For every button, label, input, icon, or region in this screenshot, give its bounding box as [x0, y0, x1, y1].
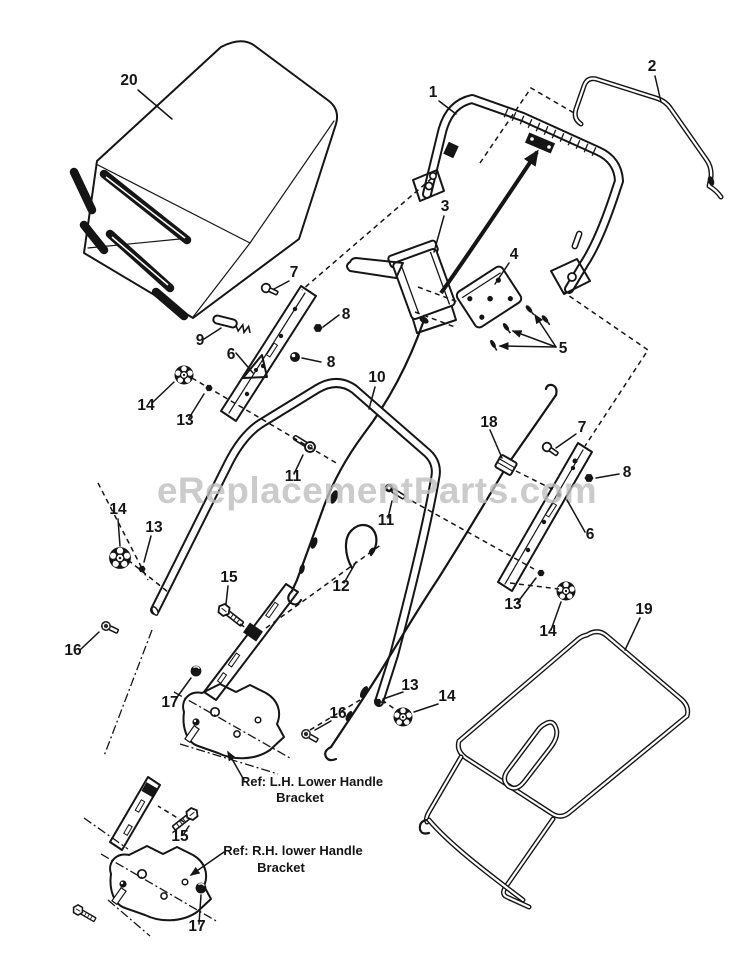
- callout-4: 4: [510, 246, 519, 263]
- callout-12: 12: [332, 578, 349, 595]
- callout-9: 9: [196, 332, 205, 349]
- callout-8-upper-left: 8: [342, 306, 351, 323]
- throttle-cable: [287, 316, 429, 606]
- lh-bracket-annotation: Ref: L.H. Lower Handle Bracket: [227, 750, 383, 805]
- callout-14-bottom-left: 14: [109, 501, 127, 518]
- callout-16-middle: 16: [329, 705, 347, 722]
- lower-handle: [150, 378, 441, 707]
- callout-15-upper: 15: [220, 569, 238, 586]
- mounting-plate: [455, 265, 523, 329]
- knob-14-upper-left: [173, 364, 195, 386]
- callout-13-upper-left: 13: [176, 412, 194, 429]
- callout-2: 2: [648, 58, 657, 75]
- rh-strut: [109, 776, 161, 851]
- rh-bracket-label-line1: Ref: R.H. lower Handle: [223, 843, 362, 858]
- callout-13-right: 13: [504, 596, 522, 613]
- assembly-pointer-arrow: [439, 149, 539, 295]
- throttle-control: [346, 239, 457, 334]
- callout-7-left: 7: [290, 264, 299, 281]
- rh-bracket-annotation: Ref: R.H. lower Handle Bracket: [189, 843, 363, 876]
- callout-14-middle: 14: [438, 688, 456, 705]
- control-lever: [346, 257, 404, 279]
- nut-8-upper-left: [313, 324, 323, 332]
- callout-13-bottom-left: 13: [145, 519, 163, 536]
- left-mount-rail: [220, 285, 317, 422]
- callout-3: 3: [441, 198, 450, 215]
- knob-14-right: [555, 580, 577, 602]
- key-7-right: [540, 440, 561, 459]
- grass-bag: [69, 40, 339, 321]
- callout-15-bottom: 15: [171, 828, 189, 845]
- lh-bracket-label-line1: Ref: L.H. Lower Handle: [241, 774, 383, 789]
- callout-1: 1: [429, 84, 438, 101]
- callout-16-left: 16: [64, 642, 82, 659]
- callout-17-bottom: 17: [188, 918, 205, 935]
- callout-10: 10: [368, 369, 385, 386]
- callout-11-left: 11: [285, 468, 302, 485]
- callout-20: 20: [120, 72, 137, 89]
- nut-17-left: [189, 664, 203, 678]
- callout-13-middle: 13: [401, 677, 419, 694]
- nut-17-bottom: [194, 881, 208, 895]
- cable-clamp-18: [494, 454, 518, 476]
- callout-14-upper-left: 14: [137, 397, 155, 414]
- rh-bracket-label-line2: Bracket: [257, 860, 305, 875]
- callout-6-right: 6: [586, 526, 595, 543]
- screws-5: [488, 303, 557, 353]
- bolt-11-right: [384, 483, 406, 500]
- lh-strut: [203, 583, 299, 701]
- callout-leaders: [79, 75, 662, 925]
- key-7-left: [259, 281, 281, 299]
- upper-handle: [412, 94, 624, 295]
- alignment-dashes: [97, 87, 650, 823]
- callout-8-mid-left: 8: [327, 354, 336, 371]
- callout-17-left: 17: [161, 694, 178, 711]
- watermark-text: eReplacementParts.com: [157, 470, 597, 511]
- grip-stripes: [503, 108, 597, 156]
- bolt-16-left: [98, 618, 121, 637]
- cable-hook-12: [344, 523, 378, 570]
- callout-11-right: 11: [378, 512, 395, 529]
- bolt-bottom-corner: [70, 902, 98, 925]
- upper-cable-18: [324, 383, 558, 762]
- bail-rod: [572, 76, 724, 200]
- bag-frame: [418, 629, 691, 910]
- nut-13-right: [537, 569, 545, 577]
- callout-14-right: 14: [539, 623, 557, 640]
- knob-14-middle: [392, 706, 414, 728]
- callout-18: 18: [480, 414, 498, 431]
- right-mount-rail: [497, 442, 593, 592]
- bolt-8-left: [290, 352, 300, 362]
- callout-19: 19: [635, 601, 653, 618]
- pin-spring-9: [212, 314, 251, 335]
- callout-8-right: 8: [623, 464, 632, 481]
- callout-7-right: 7: [578, 419, 587, 436]
- cable-clamp: [524, 132, 556, 154]
- lh-lower-handle-bracket: [182, 683, 285, 760]
- knob-14-bottom-left: [108, 546, 132, 570]
- lh-bracket-label-line2: Bracket: [276, 790, 324, 805]
- rail-wedge: [242, 354, 268, 379]
- callout-6-left: 6: [227, 346, 236, 363]
- callout-5: 5: [559, 340, 568, 357]
